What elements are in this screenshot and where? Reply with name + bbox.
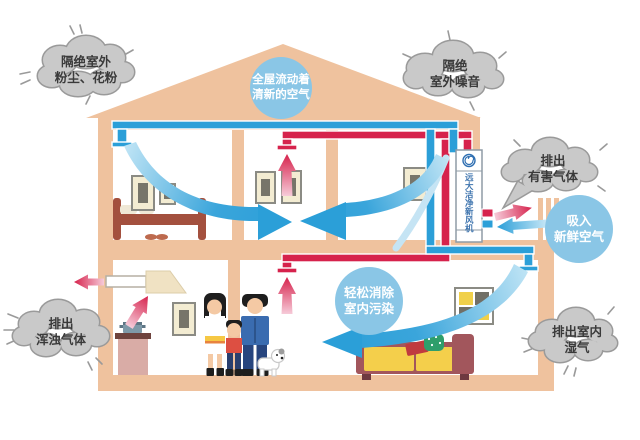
mother bbox=[204, 293, 226, 376]
arrow-up-upper-vent bbox=[278, 154, 296, 196]
exhaust-arrows bbox=[74, 154, 296, 329]
airflow-bedroom bbox=[124, 142, 258, 222]
bubble-line: 室内污染 bbox=[343, 302, 394, 316]
cloud-label: 浑浊气体 bbox=[36, 332, 87, 347]
arrow-unit-exhaust bbox=[494, 204, 532, 221]
stove-top bbox=[115, 333, 151, 339]
exhaust-vent-lower bbox=[276, 267, 298, 274]
green-pillow bbox=[424, 334, 444, 351]
ground-slab bbox=[98, 375, 554, 391]
family bbox=[204, 293, 286, 377]
airflow-arrowhead-right bbox=[258, 204, 292, 240]
stove-cabinet bbox=[118, 338, 148, 375]
boy bbox=[225, 320, 243, 376]
cloud-moisture: 排出室内 湿气 bbox=[521, 306, 619, 377]
bubble-line: 吸入 bbox=[566, 213, 592, 228]
arrow-up-lower-vent bbox=[278, 277, 296, 314]
cloud-label: 排出 bbox=[48, 316, 73, 331]
arrow-kitchen-exhaust bbox=[74, 274, 104, 290]
bubble-line: 清新的空气 bbox=[252, 89, 310, 101]
cloud-label: 有害气体 bbox=[528, 169, 579, 184]
cloud-label: 排出 bbox=[540, 153, 565, 168]
slipper bbox=[145, 234, 157, 240]
bubble-line: 新鲜空气 bbox=[553, 230, 604, 244]
cloud-label: 湿气 bbox=[564, 340, 590, 355]
red-pillow bbox=[405, 340, 429, 356]
pipe-network bbox=[111, 120, 539, 274]
cloud-label: 粉尘、花粉 bbox=[55, 70, 118, 85]
father bbox=[241, 294, 269, 376]
cloud-turbid-gas: 排出 浑浊气体 bbox=[3, 298, 111, 371]
bed-frame bbox=[113, 214, 206, 225]
cloud-label: 室外噪音 bbox=[430, 74, 481, 89]
airflow-arrowhead-left bbox=[300, 202, 346, 240]
cloud-noise: 隔绝 室外噪音 bbox=[402, 30, 507, 111]
airflow-living bbox=[360, 264, 528, 348]
bubble-fresh-air-intake: 吸入 新鲜空气 bbox=[545, 195, 613, 263]
slipper bbox=[156, 234, 168, 240]
fresh-air-flows bbox=[124, 142, 528, 358]
intake-port bbox=[481, 219, 494, 229]
exhaust-duct bbox=[105, 275, 147, 288]
kitchen bbox=[105, 270, 196, 375]
exhaust-port bbox=[481, 208, 494, 218]
airflow-upper-right bbox=[346, 154, 448, 217]
exhaust-vent-upper bbox=[276, 144, 298, 151]
airflow-arrowhead-living bbox=[322, 326, 362, 358]
cloud-harmful-gas: 排出 有害气体 bbox=[500, 136, 608, 211]
fresh-air-unit bbox=[455, 149, 494, 243]
range-hood bbox=[145, 270, 187, 294]
bubble-line: 全屋流动着 bbox=[252, 74, 310, 87]
cloud-label: 隔绝 bbox=[442, 58, 468, 73]
bedroom bbox=[113, 175, 206, 240]
broad-logo-icon bbox=[462, 153, 476, 168]
arrow-stove-to-hood bbox=[125, 296, 148, 329]
dog bbox=[257, 348, 286, 377]
fresh-air-unit-label: 远大洁净新风机 bbox=[464, 173, 475, 233]
sofa-armrest bbox=[452, 334, 474, 374]
exhaust-pipes bbox=[276, 130, 473, 274]
bubble-remove-pollution: 轻松消除 室内污染 bbox=[335, 267, 403, 335]
cloud-label: 隔绝室外 bbox=[61, 54, 112, 69]
upper-partition-left bbox=[232, 130, 244, 240]
cloud-label: 排出室内 bbox=[552, 324, 602, 339]
arrow-unit-intake bbox=[497, 217, 556, 234]
bubble-line: 轻松消除 bbox=[343, 285, 394, 300]
bubble-whole-house-air: 全屋流动着 清新的空气 bbox=[250, 57, 312, 119]
cloud-dust-pollen: 隔绝室外 粉尘、花粉 bbox=[19, 24, 136, 105]
middle-room bbox=[255, 170, 302, 204]
